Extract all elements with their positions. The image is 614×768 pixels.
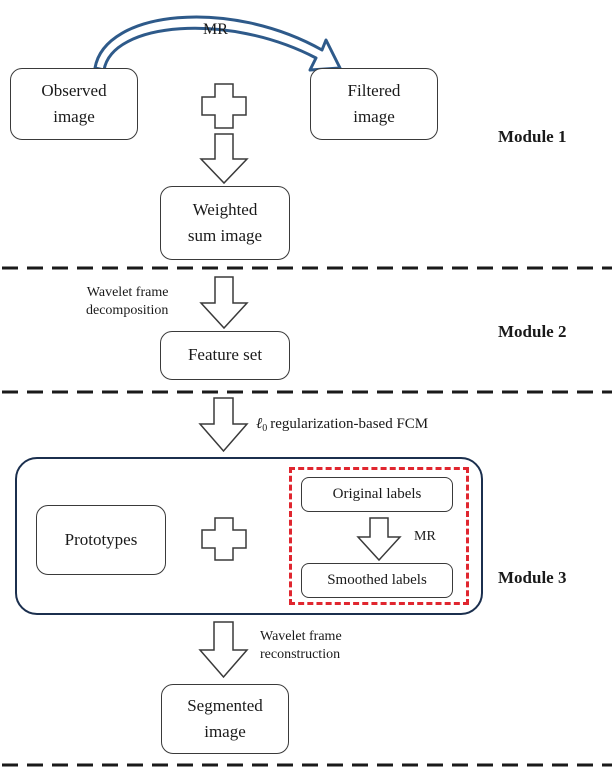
filtered-image-line2: image bbox=[353, 107, 395, 126]
observed-image-box: Observed image bbox=[10, 68, 138, 140]
segmented-image-box: Segmented image bbox=[161, 684, 289, 754]
weighted-sum-image-box: Weighted sum image bbox=[160, 186, 290, 260]
filtered-image-box: Filtered image bbox=[310, 68, 438, 140]
module-3-label: Module 3 bbox=[498, 568, 567, 587]
feature-set-box: Feature set bbox=[160, 331, 290, 380]
original-labels-label: Original labels bbox=[332, 485, 422, 502]
module-3-panel bbox=[15, 457, 483, 615]
original-labels-box: Original labels bbox=[301, 477, 453, 512]
weighted-sum-line1: Weighted bbox=[192, 199, 258, 219]
module-1-label: Module 1 bbox=[498, 127, 567, 146]
feature-set-label: Feature set bbox=[187, 345, 263, 365]
smoothed-labels-label: Smoothed labels bbox=[327, 571, 427, 588]
segmented-image-line1: Segmented bbox=[187, 695, 263, 715]
filtered-image-line1: Filtered bbox=[347, 80, 401, 100]
plus-icon-module3 bbox=[201, 517, 247, 561]
wavelet-reconstruction-line2: reconstruction bbox=[260, 646, 341, 662]
fcm-label-text: regularization-based FCM bbox=[270, 416, 429, 432]
plus-icon-module1 bbox=[201, 83, 247, 129]
mr-label-top: MR bbox=[203, 21, 228, 38]
ell-zero-subscript: 0 bbox=[262, 423, 268, 434]
prototypes-box: Prototypes bbox=[36, 505, 166, 575]
segmented-image-line2: image bbox=[204, 722, 246, 741]
wavelet-reconstruction-line1: Wavelet frame bbox=[260, 629, 342, 644]
ell-zero-symbol: ℓ bbox=[256, 416, 263, 432]
prototypes-label: Prototypes bbox=[64, 529, 138, 549]
mr-label-labels: MR bbox=[414, 529, 436, 544]
observed-image-line2: image bbox=[53, 107, 95, 126]
observed-image-line1: Observed bbox=[41, 80, 107, 100]
arrow-to-weighted-sum bbox=[199, 133, 249, 185]
wavelet-reconstruction-label: Wavelet frame reconstruction bbox=[260, 628, 342, 663]
module-2-label: Module 2 bbox=[498, 322, 567, 341]
arrow-wavelet-reconstruction bbox=[198, 621, 249, 679]
wavelet-decomposition-line2: decomposition bbox=[86, 302, 169, 318]
arrow-fcm bbox=[198, 397, 249, 453]
label-smoothing-highlight bbox=[289, 467, 469, 605]
smoothed-labels-box: Smoothed labels bbox=[301, 563, 453, 598]
arrow-label-smoothing bbox=[356, 517, 402, 562]
wavelet-decomposition-line1: Wavelet frame bbox=[86, 285, 169, 300]
arrow-wavelet-decomposition bbox=[199, 276, 249, 330]
weighted-sum-line2: sum image bbox=[187, 226, 263, 245]
wavelet-decomposition-label: Wavelet frame decomposition bbox=[86, 284, 168, 319]
